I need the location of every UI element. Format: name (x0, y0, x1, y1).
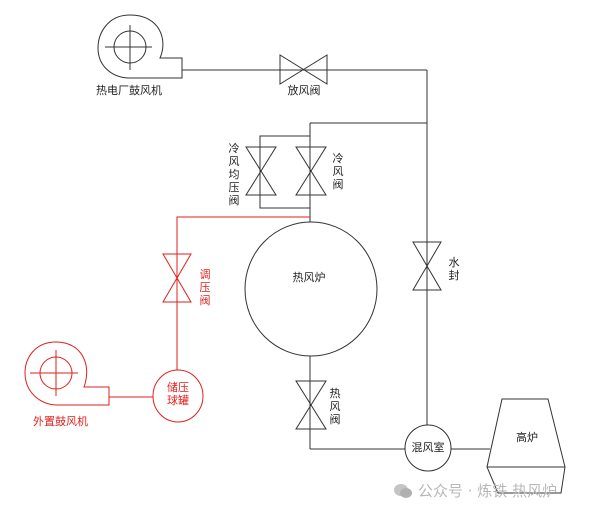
water-seal-icon (412, 241, 442, 291)
external-blower-label: 外置鼓风机 (33, 415, 88, 428)
storage-sphere-label-1: 储压 (167, 381, 189, 394)
wechat-icon (394, 483, 412, 498)
hot-blast-valve-icon (295, 380, 327, 430)
plant-blower-icon (97, 14, 183, 79)
storage-sphere-shape (152, 369, 204, 423)
hot-stove-shape (244, 221, 378, 357)
plant-blower-label: 热电厂鼓风机 (96, 84, 162, 97)
hot-blast-valve-label: 热风阀 (329, 387, 341, 426)
mixing-chamber-label: 混风室 (411, 441, 445, 454)
vent-valve-icon (279, 54, 328, 85)
water-seal-label: 水封 (448, 256, 460, 282)
blast-furnace-shape (486, 398, 566, 494)
cold-equalize-valve-icon (245, 146, 277, 196)
watermark-text: 公众号 · 炼铁 热风炉 (418, 482, 558, 500)
blast-furnace-label: 高炉 (516, 431, 538, 444)
vent-valve-label: 放风阀 (287, 84, 321, 97)
storage-sphere-label-2: 球罐 (167, 394, 189, 407)
cold-equalize-valve-label: 冷风均压阀 (228, 142, 240, 207)
mixing-chamber-shape (404, 424, 452, 472)
cold-valve-icon (295, 146, 327, 196)
hot-stove-label: 热风炉 (292, 271, 326, 284)
watermark: 公众号 · 炼铁 热风炉 (393, 480, 557, 501)
external-blower-icon (24, 341, 110, 406)
pressure-regulating-valve-icon (162, 253, 192, 303)
cold-valve-label: 冷风阀 (332, 152, 344, 191)
pressure-regulating-valve-label: 调压阀 (199, 268, 211, 307)
